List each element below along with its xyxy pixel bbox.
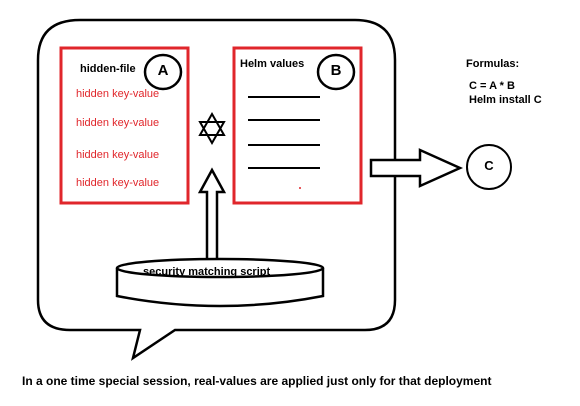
up-arrow [197, 167, 227, 264]
hidden-key-value-3: hidden key-value [76, 149, 160, 161]
circle-b [316, 53, 356, 91]
six-pointed-star-icon [198, 111, 226, 146]
right-arrow [369, 148, 464, 188]
script-cylinder [115, 257, 325, 308]
circle-b-label: B [330, 62, 342, 79]
hidden-key-value-1: hidden key-value [76, 88, 160, 100]
hidden-key-value-4: hidden key-value [76, 177, 160, 189]
speech-bubble [36, 18, 397, 361]
formula-line-2: Helm install C [469, 94, 542, 106]
helm-values-box [232, 46, 363, 205]
circle-c-label: C [484, 158, 494, 173]
hidden-file-title: hidden-file [80, 63, 136, 75]
helm-values-lines [248, 96, 320, 169]
hidden-file-box [59, 46, 190, 205]
circle-a [143, 53, 183, 91]
circle-a-label: A [157, 62, 169, 79]
security-script-label: security matching script [143, 266, 271, 278]
helm-dot [299, 187, 301, 189]
formulas-title: Formulas: [466, 58, 520, 70]
circle-c [466, 144, 512, 190]
diagram-caption: In a one time special session, real-valu… [22, 374, 492, 388]
hidden-key-value-2: hidden key-value [76, 117, 160, 129]
helm-values-title: Helm values [240, 58, 305, 70]
formula-line-1: C = A * B [469, 80, 515, 92]
